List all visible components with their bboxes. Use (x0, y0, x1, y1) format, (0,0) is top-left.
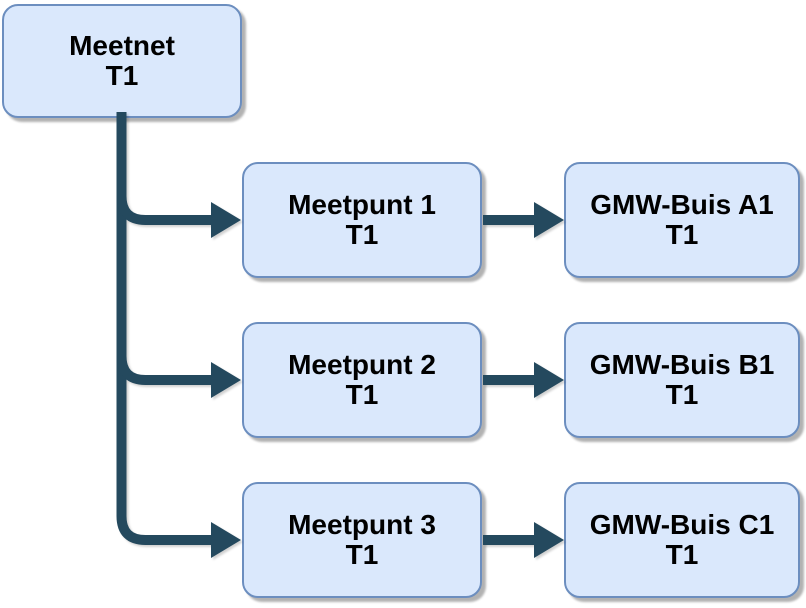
node-gmw-buis-c1: GMW-Buis C1 T1 (564, 482, 800, 598)
arrowhead-gmw-a1-icon (534, 202, 564, 238)
node-meetpunt-2: Meetpunt 2 T1 (242, 322, 482, 438)
node-subtitle: T1 (665, 219, 699, 250)
node-title: Meetpunt 1 (288, 189, 436, 220)
node-subtitle: T1 (665, 539, 699, 570)
arrowhead-gmw-b1-icon (534, 362, 564, 398)
node-title: Meetnet (69, 30, 175, 61)
node-subtitle: T1 (345, 379, 379, 410)
node-meetpunt-3: Meetpunt 3 T1 (242, 482, 482, 598)
node-subtitle: T1 (345, 219, 379, 250)
node-title: Meetpunt 2 (288, 349, 436, 380)
arrowhead-meetpunt2-icon (211, 362, 241, 398)
node-subtitle: T1 (345, 539, 379, 570)
node-title: GMW-Buis B1 (589, 349, 775, 380)
node-title: GMW-Buis C1 (589, 509, 775, 540)
node-subtitle: T1 (105, 60, 139, 91)
node-subtitle: T1 (665, 379, 699, 410)
node-meetnet: Meetnet T1 (2, 4, 242, 118)
arrowhead-gmw-c1-icon (534, 522, 564, 558)
node-gmw-buis-b1: GMW-Buis B1 T1 (564, 322, 800, 438)
connector-trunk-to-meetpunt3 (116, 112, 213, 545)
node-gmw-buis-a1: GMW-Buis A1 T1 (564, 162, 800, 278)
arrowhead-meetpunt1-icon (211, 202, 241, 238)
node-title: GMW-Buis A1 (590, 189, 774, 220)
connector-branch-meetpunt2 (116, 355, 213, 385)
node-title: Meetpunt 3 (288, 509, 436, 540)
arrowhead-meetpunt3-icon (211, 522, 241, 558)
connector-branch-meetpunt1 (116, 195, 213, 225)
node-meetpunt-1: Meetpunt 1 T1 (242, 162, 482, 278)
